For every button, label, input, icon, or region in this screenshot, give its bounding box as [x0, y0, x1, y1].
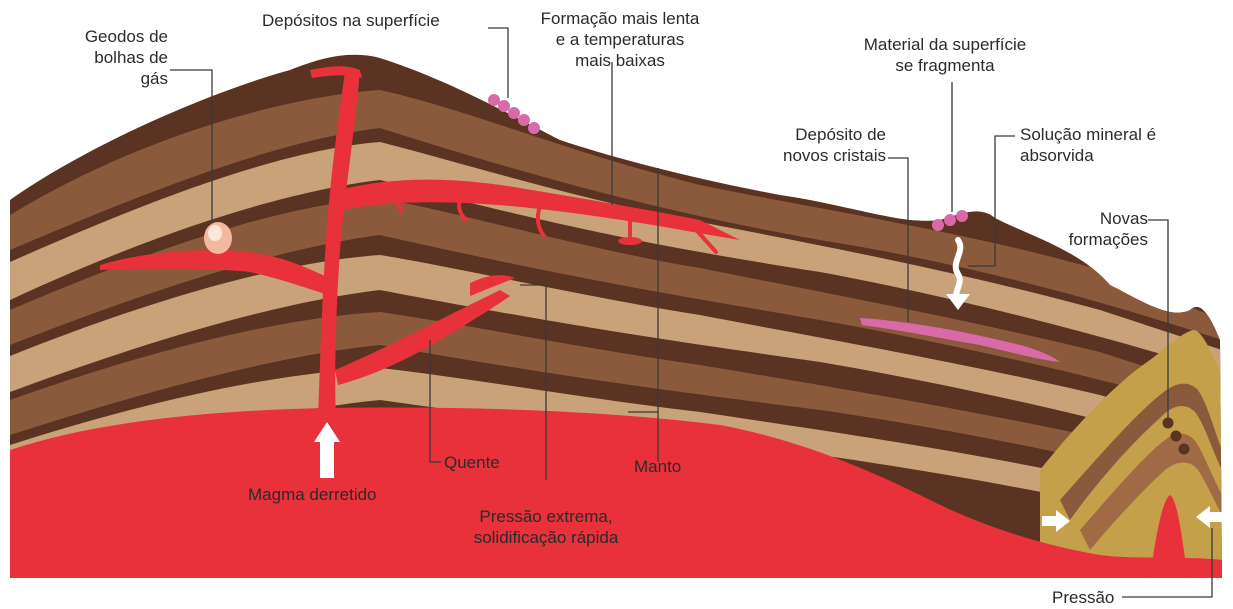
label-pressure: Pressão	[1052, 588, 1115, 607]
label-molten-magma: Magma derretido	[248, 485, 377, 504]
leader-lines	[170, 27, 1213, 598]
mineral-solution-arrow	[946, 237, 970, 310]
label-mantle: Manto	[634, 457, 682, 476]
new-crystals-deposit	[860, 318, 1060, 362]
new-formation-dots	[1162, 417, 1190, 455]
pressure-arrows	[1042, 506, 1224, 532]
gas-bubble-geode	[204, 222, 235, 255]
label-extreme-pressure: Pressão extrema,solidificação rápida	[473, 507, 619, 547]
magma-up-arrow	[314, 422, 340, 478]
surface-deposit-dots	[488, 94, 968, 231]
magma-chamber	[10, 407, 1222, 578]
label-hot: Quente	[444, 453, 500, 472]
magma-veins	[100, 66, 740, 420]
label-surface-deposits: Depósitos na superfície	[262, 11, 440, 30]
